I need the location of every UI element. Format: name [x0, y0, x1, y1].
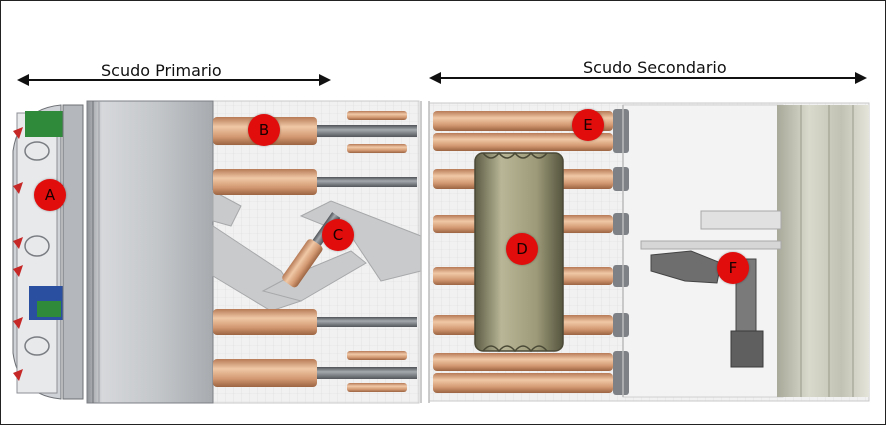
- primary-shield-arrow: [17, 74, 331, 86]
- marker-f: F: [717, 252, 749, 284]
- marker-b: B: [248, 114, 280, 146]
- cylinder-mounts: [613, 109, 629, 395]
- marker-e: E: [572, 109, 604, 141]
- rear-shield-drum: [777, 105, 869, 397]
- auxiliary-cylinders: [347, 111, 407, 392]
- segment-erector: [640, 210, 782, 368]
- main-thrust-cylinders: [213, 117, 417, 387]
- articulation-linkage: [212, 190, 422, 312]
- label-secondary-shield: Scudo Secondario: [583, 58, 727, 77]
- secondary-shield-arrow: [429, 72, 867, 84]
- marker-c: C: [322, 219, 354, 251]
- marker-a: A: [34, 179, 66, 211]
- label-primary-shield: Scudo Primario: [101, 61, 222, 80]
- marker-d: D: [506, 233, 538, 265]
- cutterhead: [12, 104, 84, 400]
- primary-shield-drum: [86, 100, 214, 404]
